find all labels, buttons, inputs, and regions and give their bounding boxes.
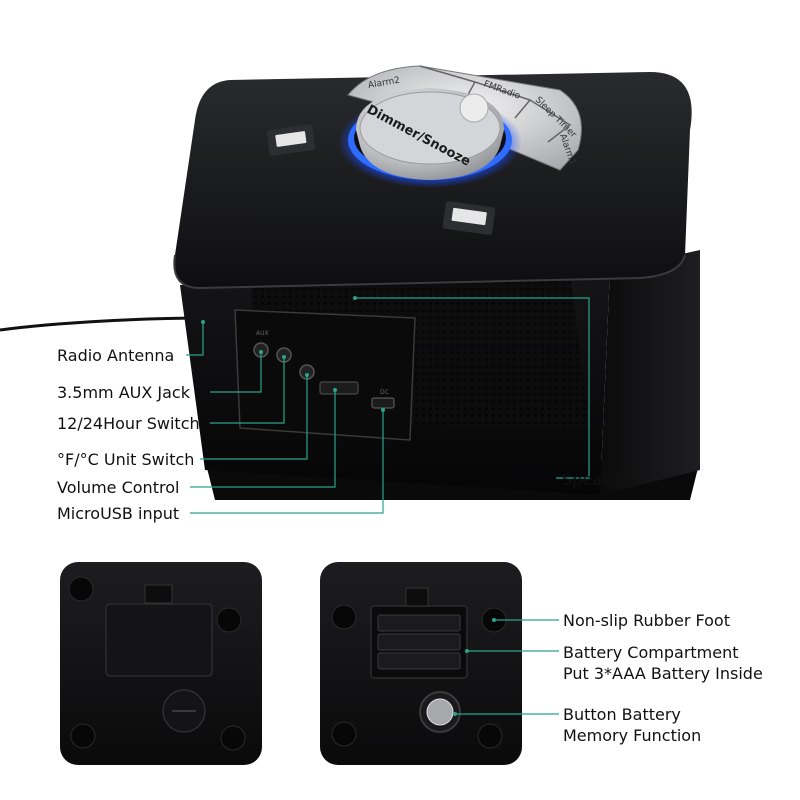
rubber-foot-bl xyxy=(70,723,96,749)
callout-volume-control: Volume Control xyxy=(57,478,180,497)
callout-microusb-input: MicroUSB input xyxy=(57,504,180,523)
antenna-wire xyxy=(0,316,206,332)
device-underside-open xyxy=(320,562,522,765)
svg-text:AUX: AUX xyxy=(256,330,269,337)
usb-port-right xyxy=(442,201,496,235)
volume-wheel xyxy=(319,381,359,395)
callout-button-battery-title: Button Battery xyxy=(563,705,681,724)
callout-leaders-bottom xyxy=(453,618,559,716)
rubber-foot-4 xyxy=(477,723,503,749)
rubber-foot-1 xyxy=(331,604,357,630)
snooze-knob[interactable]: Dimmer/Snooze xyxy=(356,88,504,180)
callout-unit-switch: °F/°C Unit Switch xyxy=(57,450,195,469)
device-underside-covered xyxy=(60,562,262,765)
clock-device-front-view: Alarm2 FMRadio Sleep Timer Alarm1 Dimmer… xyxy=(0,65,700,500)
callout-rubber-foot: Non-slip Rubber Foot xyxy=(563,611,730,630)
callout-hour-switch: 12/24Hour Switch xyxy=(57,414,200,433)
callout-radio-antenna: Radio Antenna xyxy=(57,346,175,365)
callout-button-battery-note: Memory Function xyxy=(563,726,702,745)
callout-speaker: Speaker xyxy=(562,470,628,489)
rubber-foot-tl xyxy=(68,576,94,602)
rubber-foot-3 xyxy=(331,721,357,747)
callout-battery-compartment-note: Put 3*AAA Battery Inside xyxy=(563,664,763,683)
callout-aux-jack: 3.5mm AUX Jack xyxy=(57,383,190,402)
callout-battery-compartment-title: Battery Compartment xyxy=(563,643,739,662)
microusb-port xyxy=(371,397,395,409)
callout-leaders-top xyxy=(186,296,590,514)
rubber-foot-tr xyxy=(216,607,242,633)
svg-text:DC: DC xyxy=(380,389,389,396)
rubber-foot-br xyxy=(220,725,246,751)
usb-port-left xyxy=(266,124,316,156)
rear-panel xyxy=(234,309,416,441)
